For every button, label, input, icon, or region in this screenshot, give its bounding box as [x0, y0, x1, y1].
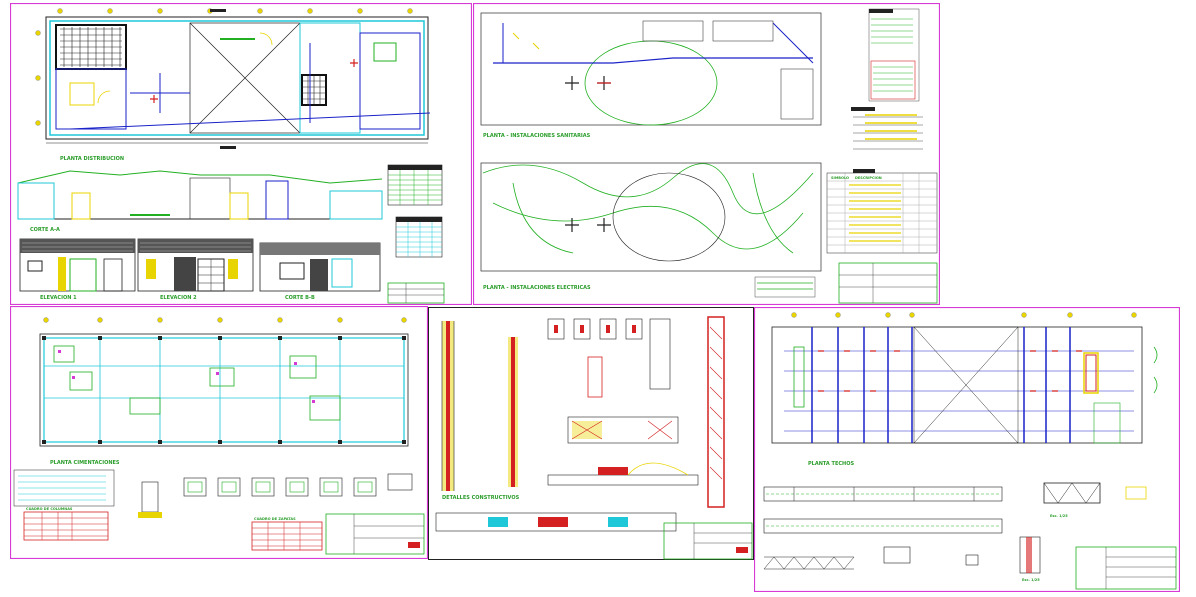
beam-detail-1 — [763, 486, 1003, 502]
sheet-installations: PLANTA - INSTALACIONES SANITARIAS PLANTA… — [473, 3, 940, 305]
sheet-border — [428, 307, 754, 560]
elevation-2 — [137, 238, 254, 292]
elevation-2-title: ELEVACION 2 — [160, 295, 197, 301]
title-block — [325, 513, 425, 555]
window-schedule-table — [395, 216, 443, 258]
symbol-header: SIMBOLO — [831, 176, 849, 180]
title-block — [663, 522, 753, 560]
description-header: DESCRIPCION — [855, 176, 882, 180]
sheet-roof: PLANTA TECHOS Esc. 1/25 Esc. 1/25 — [754, 307, 1180, 592]
details-title: DETALLES CONSTRUCTIVOS — [442, 495, 520, 501]
sanitary-plan — [480, 12, 822, 126]
sheet-border — [10, 306, 428, 559]
detail-scale-1: Esc. 1/25 — [1050, 514, 1068, 518]
sheet-architectural: PLANTA DISTRIBUCION CORTE A-A ELEVACION … — [10, 3, 472, 305]
window-details — [547, 318, 671, 398]
plan-title: PLANTA DISTRIBUCION — [60, 156, 124, 162]
section-bb-title: CORTE B-B — [285, 295, 315, 301]
truss-elevation — [1043, 482, 1147, 504]
sheet-foundations: PLANTA CIMENTACIONES CUADRO DE COLUMNAS … — [10, 306, 428, 559]
foundation-plan — [39, 317, 409, 447]
section-bb — [259, 242, 381, 292]
roof-plan — [771, 312, 1158, 444]
foundation-plan-title: PLANTA CIMENTACIONES — [50, 460, 120, 466]
sill-detail — [435, 512, 677, 532]
elevation-1 — [19, 238, 136, 292]
detail-scale-2: Esc. 1/25 — [1022, 578, 1040, 582]
footings-table-title: CUADRO DE ZAPATAS — [254, 517, 296, 521]
columns-table-title: CUADRO DE COLUMNAS — [26, 507, 73, 511]
sheet-details: DETALLES CONSTRUCTIVOS — [428, 307, 754, 560]
electrical-plan-title: PLANTA - INSTALACIONES ELECTRICAS — [483, 285, 591, 291]
sanitary-plan-title: PLANTA - INSTALACIONES SANITARIAS — [483, 133, 591, 139]
section-aa-title: CORTE A-A — [30, 227, 60, 233]
electrical-plan — [480, 162, 822, 272]
door-frame-detail — [567, 416, 679, 444]
notes-box — [13, 469, 115, 507]
truss-detail — [763, 556, 855, 570]
section-aa — [17, 170, 383, 220]
column-section — [883, 536, 1041, 574]
beam-detail-2 — [763, 518, 1003, 534]
sheet-border — [754, 307, 1180, 592]
title-block — [1075, 546, 1177, 590]
title-block — [754, 262, 938, 304]
legend-risers — [851, 107, 923, 150]
wall-detail-right — [707, 316, 725, 508]
title-block — [387, 282, 445, 304]
door-schedule-table — [387, 164, 443, 206]
wall-detail-left — [441, 321, 518, 491]
sheet-border — [473, 3, 940, 305]
floor-plan — [35, 8, 431, 149]
footing-details — [138, 473, 413, 518]
footings-table: CUADRO DE ZAPATAS — [251, 517, 323, 551]
sheet-border — [10, 3, 472, 305]
roof-plan-title: PLANTA TECHOS — [808, 461, 854, 467]
symbol-legend-table: SIMBOLO DESCRIPCION — [826, 169, 938, 254]
columns-table: CUADRO DE COLUMNAS — [23, 507, 109, 541]
legend-table-top — [868, 8, 920, 102]
threshold-detail — [547, 462, 699, 486]
elevation-1-title: ELEVACION 1 — [40, 295, 77, 301]
